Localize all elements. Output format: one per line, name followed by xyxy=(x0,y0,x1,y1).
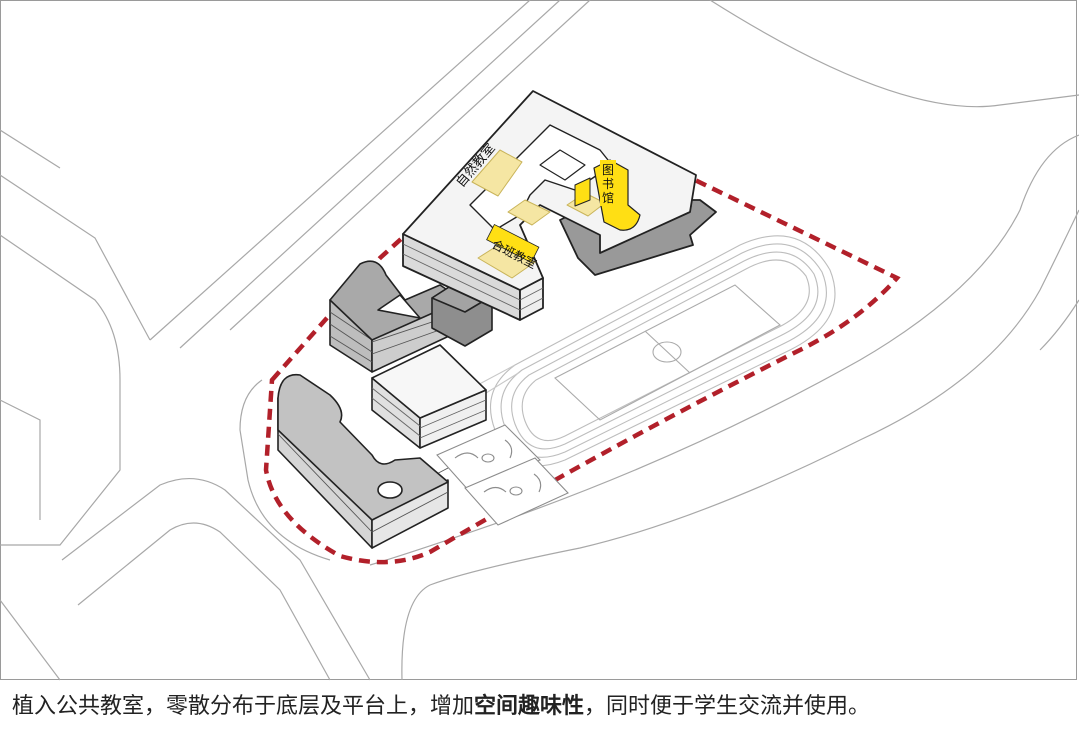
road-edge-11 xyxy=(709,0,1079,108)
site-boundary xyxy=(263,121,901,565)
road-edge-6 xyxy=(0,234,121,546)
caption: 植入公共教室，零散分布于底层及平台上，增加空间趣味性，同时便于学生交流并使用。 xyxy=(12,692,1072,722)
combined-classroom-label-bg xyxy=(486,223,540,263)
diagram-frame xyxy=(0,0,1077,680)
road-edge-7 xyxy=(0,399,41,520)
road-edge-8 xyxy=(61,477,371,681)
road-edge-3 xyxy=(229,0,591,331)
road-edge-10 xyxy=(0,599,61,681)
building-d xyxy=(402,90,717,321)
road-edge-12 xyxy=(369,134,1079,566)
basketball-courts xyxy=(436,424,569,526)
caption-emphasis: 空间趣味性 xyxy=(474,694,585,719)
caption-part-1: 植入公共教室，零散分布于底层及平台上，增加 xyxy=(12,694,475,719)
road-edge-4 xyxy=(0,174,151,341)
combined-classroom-box xyxy=(477,243,536,279)
basketball-court-1 xyxy=(436,424,541,493)
road-edge-9 xyxy=(77,522,331,681)
basketball-court-2 xyxy=(464,457,569,526)
caption-part-2: ，同时便于学生交流并使用。 xyxy=(584,694,871,719)
nature-classroom-box xyxy=(471,149,523,197)
site-axonometric-diagram: 自然教室 合班教室 图书馆 xyxy=(0,0,1079,681)
road-edge-5 xyxy=(0,129,61,169)
road-edge-2 xyxy=(179,0,561,349)
building-c xyxy=(371,344,487,449)
label-library: 图书馆 xyxy=(600,160,616,206)
running-track xyxy=(471,235,836,467)
road-edge-1 xyxy=(149,0,531,341)
road-edge-13 xyxy=(401,209,1079,681)
road-edge-14 xyxy=(1039,299,1079,351)
road-network xyxy=(0,0,1079,681)
road-edge-15 xyxy=(239,379,331,561)
label-library-text: 图书馆 xyxy=(602,163,614,205)
building-a xyxy=(277,373,449,549)
